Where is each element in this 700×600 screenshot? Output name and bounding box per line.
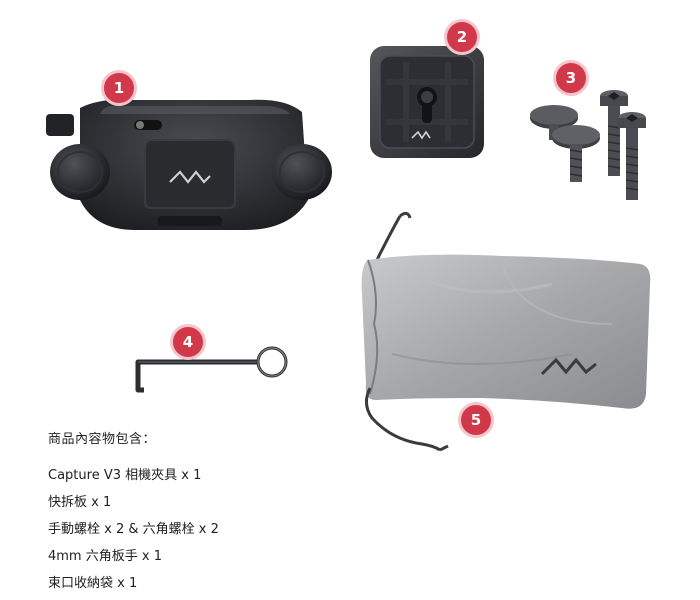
contents-list: 商品內容物包含： Capture V3 相機夾具 x 1 快拆板 x 1 手動螺… [48, 428, 219, 599]
camera-clip-icon [40, 90, 340, 240]
badge-2: 2 [444, 19, 480, 55]
list-item: 快拆板 x 1 [48, 495, 112, 510]
badge-4: 4 [170, 324, 206, 360]
badge-5: 5 [458, 402, 494, 438]
contents-heading: 商品內容物包含： [48, 432, 157, 447]
badge-3: 3 [553, 60, 589, 96]
drawstring-pouch-icon [352, 204, 662, 460]
screws-icon [528, 86, 668, 206]
list-item: 束口收納袋 x 1 [48, 576, 138, 591]
list-item: Capture V3 相機夾具 x 1 [48, 468, 202, 483]
hex-key-icon [130, 340, 295, 400]
quick-release-plate-icon [366, 42, 488, 162]
list-item: 手動螺栓 x 2 & 六角螺栓 x 2 [48, 522, 219, 537]
list-item: 4mm 六角板手 x 1 [48, 549, 162, 564]
badge-1: 1 [101, 70, 137, 106]
